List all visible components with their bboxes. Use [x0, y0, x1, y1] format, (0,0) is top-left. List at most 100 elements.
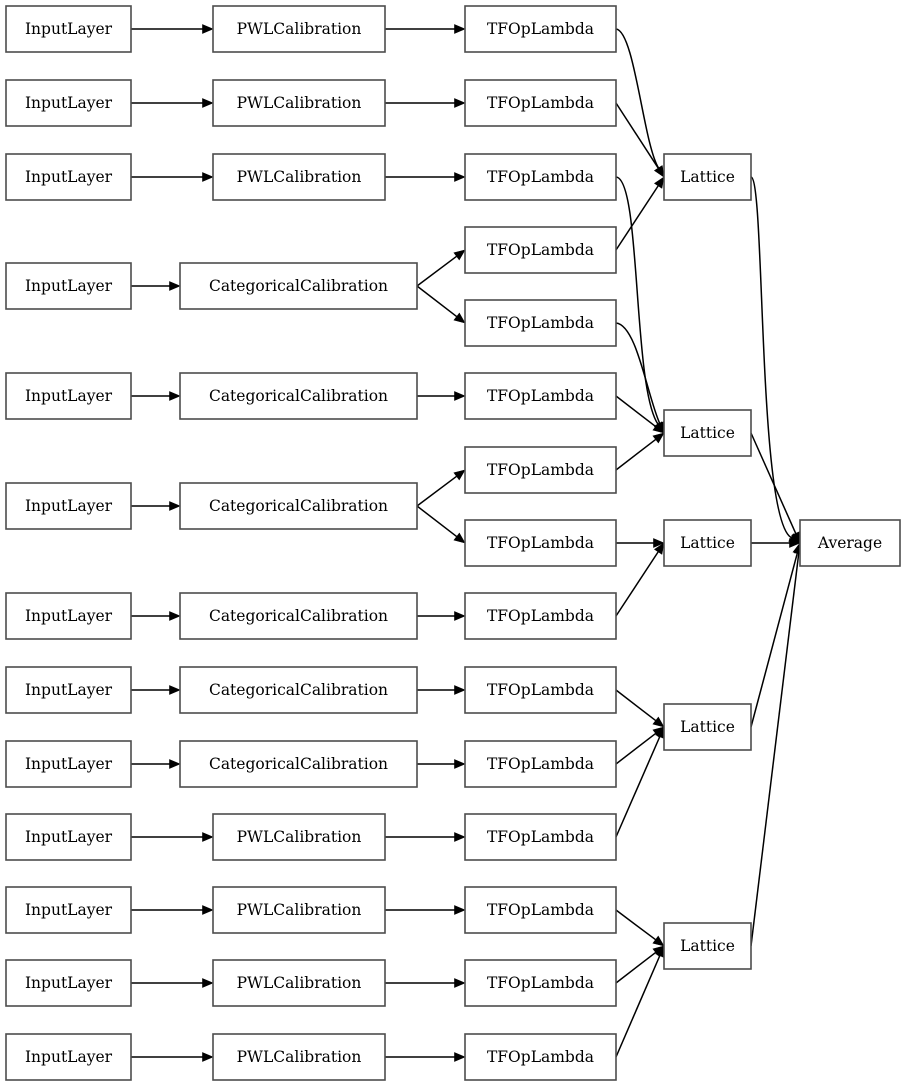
node-tfoplambda-op15[interactable]: TFOpLambda	[464, 1033, 617, 1081]
node-tfoplambda-op6[interactable]: TFOpLambda	[464, 372, 617, 420]
node-categoricalcalibration-cal5[interactable]: CategoricalCalibration	[179, 372, 418, 420]
node-pwlcalibration-cal3[interactable]: PWLCalibration	[212, 153, 386, 201]
node-pwlcalibration-cal10[interactable]: PWLCalibration	[212, 813, 386, 861]
node-categoricalcalibration-cal4[interactable]: CategoricalCalibration	[179, 262, 418, 310]
node-box[interactable]	[663, 519, 752, 567]
node-box[interactable]	[5, 372, 132, 420]
edge-pwlcalibration-to-tfoplambda	[385, 1052, 466, 1062]
node-tfoplambda-op11[interactable]: TFOpLambda	[464, 740, 617, 788]
node-tfoplambda-op10[interactable]: TFOpLambda	[464, 666, 617, 714]
node-categoricalcalibration-cal8[interactable]: CategoricalCalibration	[179, 666, 418, 714]
node-box[interactable]	[5, 740, 132, 788]
node-box[interactable]	[5, 262, 132, 310]
node-inputlayer-in5[interactable]: InputLayer	[5, 372, 132, 420]
node-box[interactable]	[179, 666, 418, 714]
node-pwlcalibration-cal1[interactable]: PWLCalibration	[212, 5, 386, 53]
node-inputlayer-in6[interactable]: InputLayer	[5, 482, 132, 530]
node-box[interactable]	[799, 519, 901, 567]
node-box[interactable]	[464, 1033, 617, 1081]
node-box[interactable]	[464, 79, 617, 127]
node-categoricalcalibration-cal9[interactable]: CategoricalCalibration	[179, 740, 418, 788]
node-inputlayer-in11[interactable]: InputLayer	[5, 886, 132, 934]
node-tfoplambda-op3[interactable]: TFOpLambda	[464, 153, 617, 201]
node-box[interactable]	[464, 446, 617, 494]
node-box[interactable]	[179, 482, 418, 530]
node-box[interactable]	[212, 5, 386, 53]
node-box[interactable]	[464, 886, 617, 934]
node-tfoplambda-op4[interactable]: TFOpLambda	[464, 226, 617, 274]
node-box[interactable]	[212, 79, 386, 127]
node-inputlayer-in10[interactable]: InputLayer	[5, 813, 132, 861]
node-categoricalcalibration-cal7[interactable]: CategoricalCalibration	[179, 592, 418, 640]
node-box[interactable]	[5, 666, 132, 714]
node-box[interactable]	[5, 79, 132, 127]
node-lattice-lat5[interactable]: Lattice	[663, 922, 752, 970]
node-inputlayer-in4[interactable]: InputLayer	[5, 262, 132, 310]
node-box[interactable]	[212, 886, 386, 934]
node-tfoplambda-op12[interactable]: TFOpLambda	[464, 813, 617, 861]
node-lattice-lat3[interactable]: Lattice	[663, 519, 752, 567]
node-tfoplambda-op8[interactable]: TFOpLambda	[464, 519, 617, 567]
node-box[interactable]	[5, 153, 132, 201]
node-box[interactable]	[464, 740, 617, 788]
node-box[interactable]	[464, 5, 617, 53]
node-box[interactable]	[179, 262, 418, 310]
edge-line	[416, 285, 458, 318]
node-inputlayer-in7[interactable]: InputLayer	[5, 592, 132, 640]
node-box[interactable]	[464, 519, 617, 567]
node-box[interactable]	[464, 959, 617, 1007]
node-lattice-lat4[interactable]: Lattice	[663, 703, 752, 751]
node-tfoplambda-op7[interactable]: TFOpLambda	[464, 446, 617, 494]
node-tfoplambda-op9[interactable]: TFOpLambda	[464, 592, 617, 640]
node-inputlayer-in2[interactable]: InputLayer	[5, 79, 132, 127]
node-box[interactable]	[5, 1033, 132, 1081]
node-inputlayer-in3[interactable]: InputLayer	[5, 153, 132, 201]
edge-pwlcalibration-to-tfoplambda	[385, 172, 466, 182]
node-inputlayer-in12[interactable]: InputLayer	[5, 959, 132, 1007]
node-box[interactable]	[663, 922, 752, 970]
node-box[interactable]	[212, 1033, 386, 1081]
node-box[interactable]	[5, 959, 132, 1007]
node-box[interactable]	[464, 153, 617, 201]
node-box[interactable]	[5, 592, 132, 640]
node-box[interactable]	[5, 482, 132, 530]
node-inputlayer-in8[interactable]: InputLayer	[5, 666, 132, 714]
node-pwlcalibration-cal2[interactable]: PWLCalibration	[212, 79, 386, 127]
node-box[interactable]	[663, 703, 752, 751]
node-box[interactable]	[663, 409, 752, 457]
node-box[interactable]	[464, 592, 617, 640]
node-box[interactable]	[5, 5, 132, 53]
node-box[interactable]	[464, 372, 617, 420]
node-box[interactable]	[179, 592, 418, 640]
edge-inputlayer-to-categoricalcalibration	[131, 281, 181, 291]
node-inputlayer-in13[interactable]: InputLayer	[5, 1033, 132, 1081]
edge-tfoplambda-to-lattice	[615, 542, 665, 617]
node-pwlcalibration-cal13[interactable]: PWLCalibration	[212, 1033, 386, 1081]
node-box[interactable]	[464, 299, 617, 347]
node-box[interactable]	[464, 226, 617, 274]
node-box[interactable]	[5, 886, 132, 934]
edge-line	[750, 176, 792, 539]
node-box[interactable]	[5, 813, 132, 861]
node-box[interactable]	[212, 153, 386, 201]
node-box[interactable]	[464, 813, 617, 861]
node-box[interactable]	[464, 666, 617, 714]
node-tfoplambda-op14[interactable]: TFOpLambda	[464, 959, 617, 1007]
node-inputlayer-in1[interactable]: InputLayer	[5, 5, 132, 53]
node-tfoplambda-op5[interactable]: TFOpLambda	[464, 299, 617, 347]
node-box[interactable]	[179, 740, 418, 788]
node-box[interactable]	[179, 372, 418, 420]
node-average-avg[interactable]: Average	[799, 519, 901, 567]
node-box[interactable]	[212, 959, 386, 1007]
node-lattice-lat2[interactable]: Lattice	[663, 409, 752, 457]
node-tfoplambda-op2[interactable]: TFOpLambda	[464, 79, 617, 127]
node-box[interactable]	[212, 813, 386, 861]
node-pwlcalibration-cal11[interactable]: PWLCalibration	[212, 886, 386, 934]
node-tfoplambda-op1[interactable]: TFOpLambda	[464, 5, 617, 53]
node-categoricalcalibration-cal6[interactable]: CategoricalCalibration	[179, 482, 418, 530]
node-inputlayer-in9[interactable]: InputLayer	[5, 740, 132, 788]
node-box[interactable]	[663, 153, 752, 201]
node-pwlcalibration-cal12[interactable]: PWLCalibration	[212, 959, 386, 1007]
node-tfoplambda-op13[interactable]: TFOpLambda	[464, 886, 617, 934]
node-lattice-lat1[interactable]: Lattice	[663, 153, 752, 201]
